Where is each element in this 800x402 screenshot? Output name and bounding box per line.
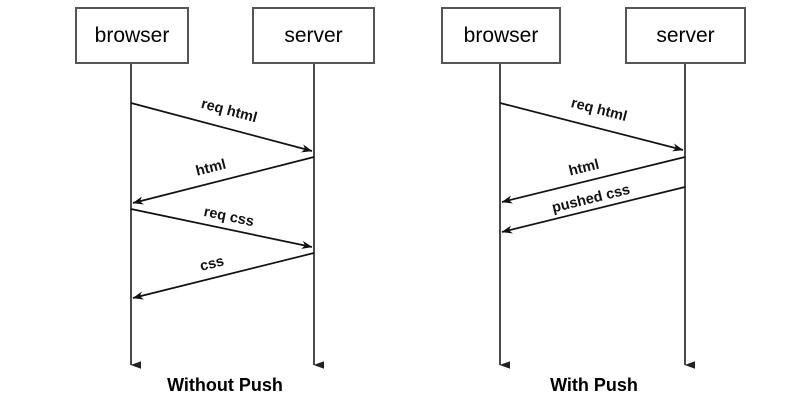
participant-label-server: server [656,24,714,47]
message-html: html [132,156,315,205]
message-arrow-req-html [130,102,313,153]
participant-label-browser: browser [95,24,170,47]
message-req-html: req html [130,96,313,153]
participant-box-server [625,7,746,64]
participant-server: server [252,7,375,369]
message-label-html: html [194,157,228,180]
message-arrow-req-css [130,208,313,249]
participant-browser: browser [441,7,561,369]
participant-label-browser: browser [464,24,539,47]
message-req-css: req css [130,204,313,249]
message-arrow-pushed-css [501,186,686,234]
message-css: css [132,252,315,300]
message-req-html: req html [499,95,684,152]
message-arrow-html [501,156,686,204]
participant-server: server [625,7,746,369]
message-arrow-css [132,252,315,300]
caption-with-push: With Push [550,375,638,395]
caption-without-push: Without Push [167,375,283,395]
message-html: html [501,156,686,204]
participant-box-browser [75,7,189,64]
participant-box-browser [441,7,561,64]
message-label-css: css [198,253,225,274]
message-label-req-html: req html [199,96,258,126]
message-pushed-css: pushed css [501,182,686,234]
participant-label-server: server [284,24,342,47]
message-label-req-html: req html [569,95,628,125]
diagram-without-push: browser server req html html req css cssWitho… [75,7,375,395]
participant-box-server [252,7,375,64]
message-arrow-req-html [499,102,684,152]
message-arrow-html [132,156,315,205]
participant-browser: browser [75,7,189,369]
message-label-html: html [567,157,601,180]
